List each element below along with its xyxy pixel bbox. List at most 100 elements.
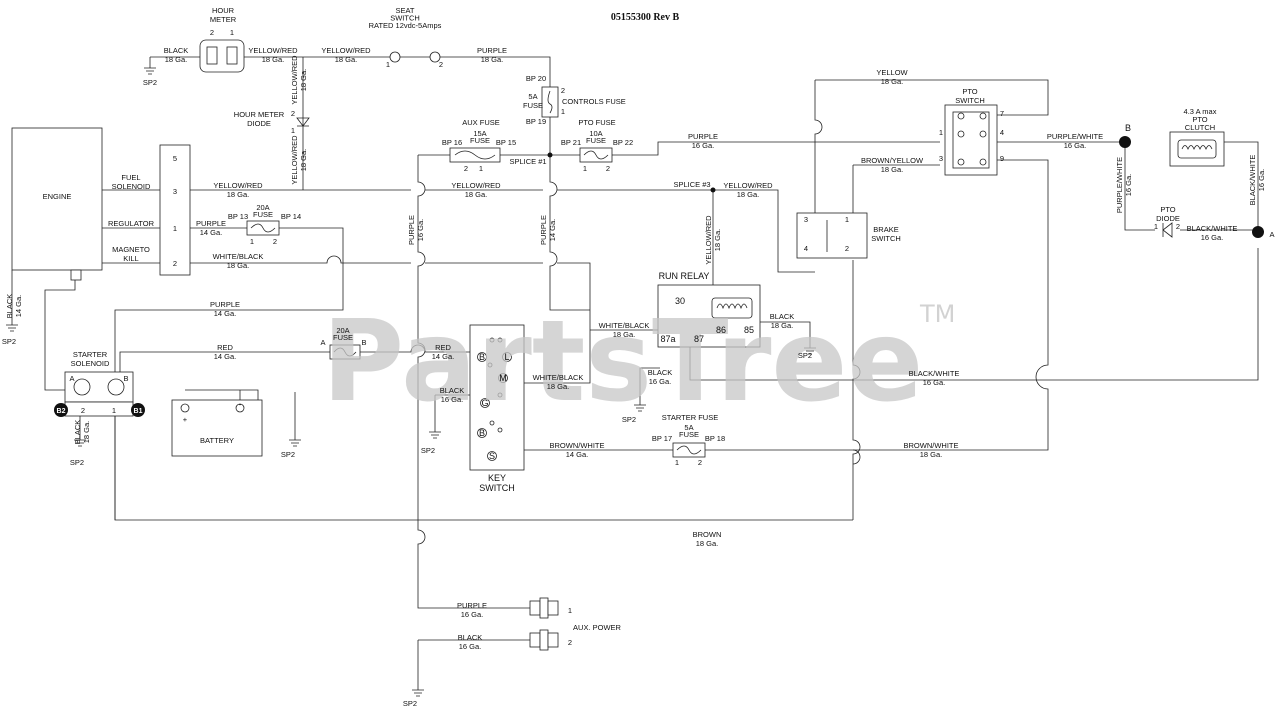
label-components-pto_diode-pin2: 2: [1176, 222, 1180, 231]
label-components-key_switch-terms-3: G: [481, 398, 488, 408]
label-components-run_relay-p87a: 87a: [660, 334, 675, 344]
label-components-ground: SP2: [2, 337, 16, 346]
label-components-pto_fuse-bp_right: BP 22: [613, 138, 633, 147]
watermark-tm: TM: [919, 300, 955, 328]
label-components-ground: SP2: [421, 446, 435, 455]
label-components-controls_fuse-bp_top: BP 20: [526, 74, 546, 83]
label-components-key_switch-terms-1: L: [504, 352, 509, 362]
label-components-fuse_20a-bp_left: BP 13: [228, 212, 248, 221]
label-components-brake_switch-pins-0: 3: [804, 215, 808, 224]
label-wires-black_18_sol: BLACK18 Ga.: [73, 420, 91, 445]
label-components-pto_diode-pin1: 1: [1154, 222, 1158, 231]
label-components-hour_meter_diode-pin2: 2: [291, 109, 295, 118]
label-components-starter_fuse-pin2: 2: [698, 458, 702, 467]
label-components-splice3: SPLICE #3: [673, 180, 710, 189]
run-relay-coil: [711, 297, 753, 319]
watermark: PartsTree: [322, 297, 923, 427]
aux-power-connector-2: [529, 629, 559, 651]
battery-plus-terminal: [180, 403, 190, 413]
label-components-starter_solenoid-b1: B1: [134, 408, 143, 415]
b1-badge: [131, 403, 145, 417]
label-components-engine-regulator: REGULATOR: [108, 219, 155, 228]
label-components-node_a: A: [1269, 230, 1274, 239]
label-components-pto_fuse-pin1: 1: [583, 164, 587, 173]
splice-1-dot: [547, 152, 553, 158]
label-components-starter_solenoid-b2: B2: [57, 408, 66, 415]
label-components-starter_fuse-bp_left: BP 17: [652, 434, 672, 443]
aux-power-connector-1: [529, 597, 559, 619]
label-wires-yr_vert_top: YELLOW/RED18 Ga.: [290, 55, 308, 105]
engine-plug: [159, 144, 191, 276]
engine-box: [11, 127, 103, 271]
seat-switch-contact-1: [389, 51, 401, 63]
label-components-engine-name: ENGINE: [43, 192, 72, 201]
label-components-aux_fuse-pin1: 1: [479, 164, 483, 173]
label-components-controls_fuse-pin2: 2: [561, 86, 565, 95]
label-components-starter_fuse-pin1: 1: [675, 458, 679, 467]
label-components-seat_switch-pin1: 1: [386, 60, 390, 69]
label-components-fuse_20a-pin2: 2: [273, 237, 277, 246]
label-components-battery-minus: -: [239, 400, 242, 409]
label-wires-purple_white_v: PURPLE/WHITE16 Ga.: [1115, 157, 1133, 213]
label-components-key_switch-terms-0: B: [479, 352, 485, 362]
label-components-engine-pins-2: 1: [173, 224, 177, 233]
label-components-fuse_20a-pin1: 1: [250, 237, 254, 246]
label-components-fuse_20a_b-a: A: [320, 338, 325, 347]
label-wires-black_14_engine: BLACK14 Ga.: [5, 294, 23, 319]
label-components-ground: SP2: [403, 699, 417, 708]
label-components-fuse_20a_b-b: B: [361, 338, 366, 347]
label-components-starter_solenoid-a: A: [69, 374, 74, 383]
starter-solenoid-b: [107, 378, 125, 396]
label-components-key_switch-terms-4: B: [479, 428, 485, 438]
label-components-pto_switch-pins-3: 3: [939, 154, 943, 163]
label-components-run_relay-p85: 85: [744, 325, 754, 335]
label-components-ground: SP2: [798, 351, 812, 360]
label-components-starter_fuse-name: STARTER FUSE: [662, 413, 718, 422]
label-components-aux_power-pin1: 1: [568, 606, 572, 615]
label-components-pto_fuse-name: PTO FUSE: [578, 118, 615, 127]
hour-meter-slot-1: [226, 46, 238, 65]
label-components-run_relay-p30: 30: [675, 296, 685, 306]
label-components-node_b: B: [1125, 123, 1131, 133]
label-wires-black_white_v: BLACK/WHITE16 Ga.: [1248, 155, 1266, 206]
label-components-engine-pins-0: 5: [173, 154, 177, 163]
label-components-battery-plus: +: [183, 415, 188, 424]
label-components-ground: SP2: [622, 415, 636, 424]
label-wires-yr_relay_vert: YELLOW/RED18 Ga.: [704, 215, 722, 265]
label-components-pto_switch-pins-1: 1: [939, 128, 943, 137]
label-components-aux_fuse-bp_left: BP 16: [442, 138, 462, 147]
label-components-starter_fuse-bp_right: BP 18: [705, 434, 725, 443]
label-components-run_relay-name: RUN RELAY: [659, 271, 710, 281]
label-components-starter_solenoid-pin2: 2: [81, 406, 85, 415]
battery-minus-terminal: [235, 403, 245, 413]
